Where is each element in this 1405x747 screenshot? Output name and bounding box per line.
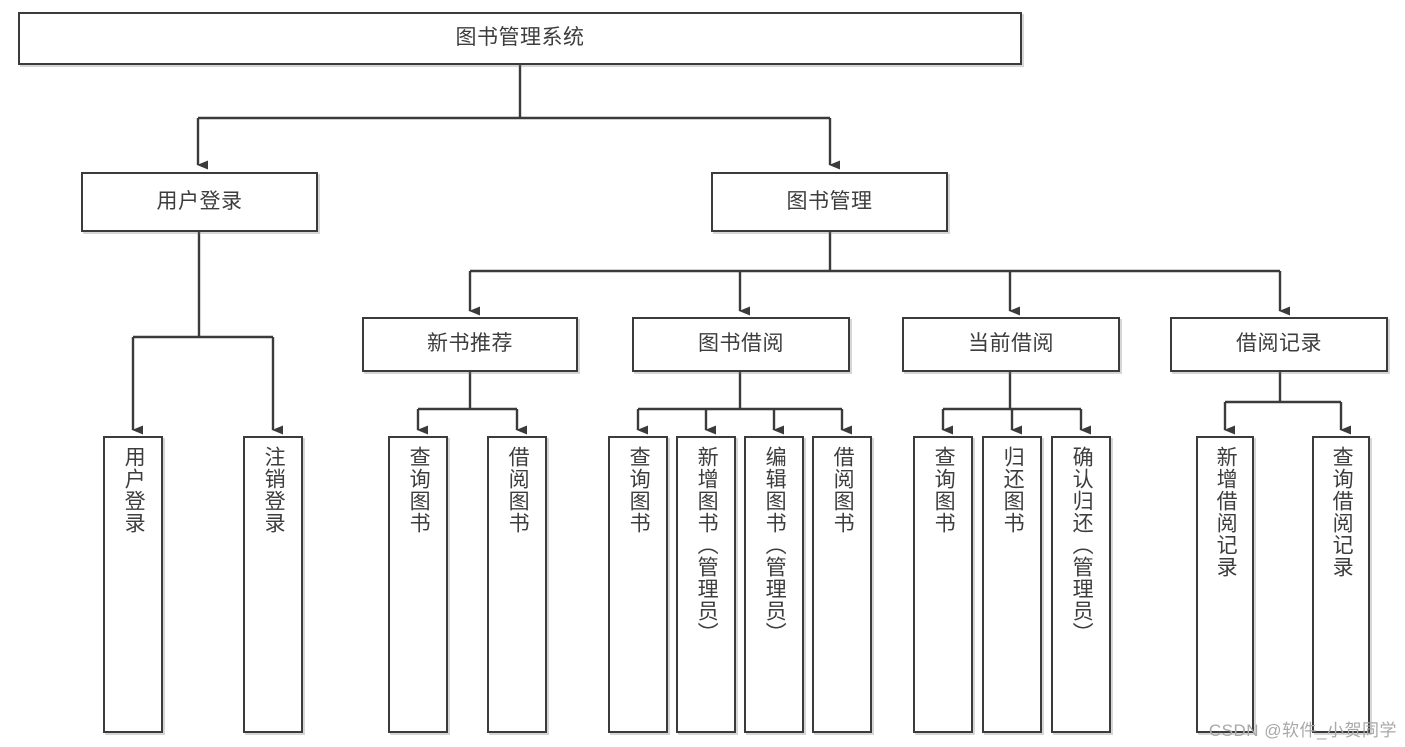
node-label-new-book-recommend: 新书推荐 [427, 332, 513, 356]
node-leaf-add-record[interactable]: 新增借阅记录 [1196, 436, 1254, 733]
node-label-root: 图书管理系统 [455, 26, 585, 50]
node-label-leaf-query-book-new: 查询图书 [407, 446, 431, 534]
node-label-leaf-return-book: 归还图书 [1001, 446, 1025, 534]
node-leaf-borrow-book-new[interactable]: 借阅图书 [487, 436, 547, 733]
node-label-borrow-record: 借阅记录 [1236, 332, 1322, 356]
node-label-leaf-query-record: 查询借阅记录 [1330, 446, 1354, 578]
node-leaf-query-book-new[interactable]: 查询图书 [388, 436, 448, 733]
node-label-leaf-query-book-cur: 查询图书 [932, 446, 956, 534]
node-label-user-login: 用户登录 [156, 189, 243, 213]
node-leaf-borrow-book[interactable]: 借阅图书 [812, 436, 872, 733]
node-current-borrow[interactable]: 当前借阅 [902, 317, 1120, 372]
node-book-borrow[interactable]: 图书借阅 [632, 317, 850, 372]
node-leaf-confirm-return[interactable]: 确认归还（管理员） [1051, 436, 1111, 733]
node-label-leaf-logout: 注销登录 [262, 446, 286, 534]
node-leaf-query-record[interactable]: 查询借阅记录 [1312, 436, 1370, 733]
node-leaf-edit-book[interactable]: 编辑图书（管理员） [744, 436, 804, 733]
connectors-group [131, 65, 1351, 435]
node-label-leaf-borrow-book-new: 借阅图书 [506, 446, 530, 534]
node-user-login[interactable]: 用户登录 [81, 172, 318, 232]
node-label-book-borrow: 图书借阅 [698, 332, 784, 356]
node-label-leaf-add-book: 新增图书（管理员） [695, 446, 719, 644]
node-leaf-query-book-borrow[interactable]: 查询图书 [608, 436, 668, 733]
node-label-leaf-borrow-book: 借阅图书 [831, 446, 855, 534]
node-label-leaf-confirm-return: 确认归还（管理员） [1070, 446, 1094, 644]
node-label-leaf-query-book-borrow: 查询图书 [627, 446, 651, 534]
node-label-leaf-edit-book: 编辑图书（管理员） [763, 446, 787, 644]
node-root[interactable]: 图书管理系统 [18, 12, 1022, 65]
node-book-management[interactable]: 图书管理 [711, 172, 948, 232]
node-leaf-return-book[interactable]: 归还图书 [982, 436, 1042, 733]
node-leaf-query-book-cur[interactable]: 查询图书 [913, 436, 973, 733]
node-borrow-record[interactable]: 借阅记录 [1170, 317, 1388, 372]
node-leaf-user-login[interactable]: 用户登录 [103, 436, 163, 733]
node-label-leaf-add-record: 新增借阅记录 [1214, 446, 1238, 578]
node-leaf-logout[interactable]: 注销登录 [243, 436, 303, 733]
node-leaf-add-book[interactable]: 新增图书（管理员） [676, 436, 736, 733]
node-label-book-management: 图书管理 [786, 189, 873, 213]
node-label-leaf-user-login: 用户登录 [122, 446, 146, 534]
node-new-book-recommend[interactable]: 新书推荐 [362, 317, 578, 372]
node-label-current-borrow: 当前借阅 [968, 332, 1054, 356]
